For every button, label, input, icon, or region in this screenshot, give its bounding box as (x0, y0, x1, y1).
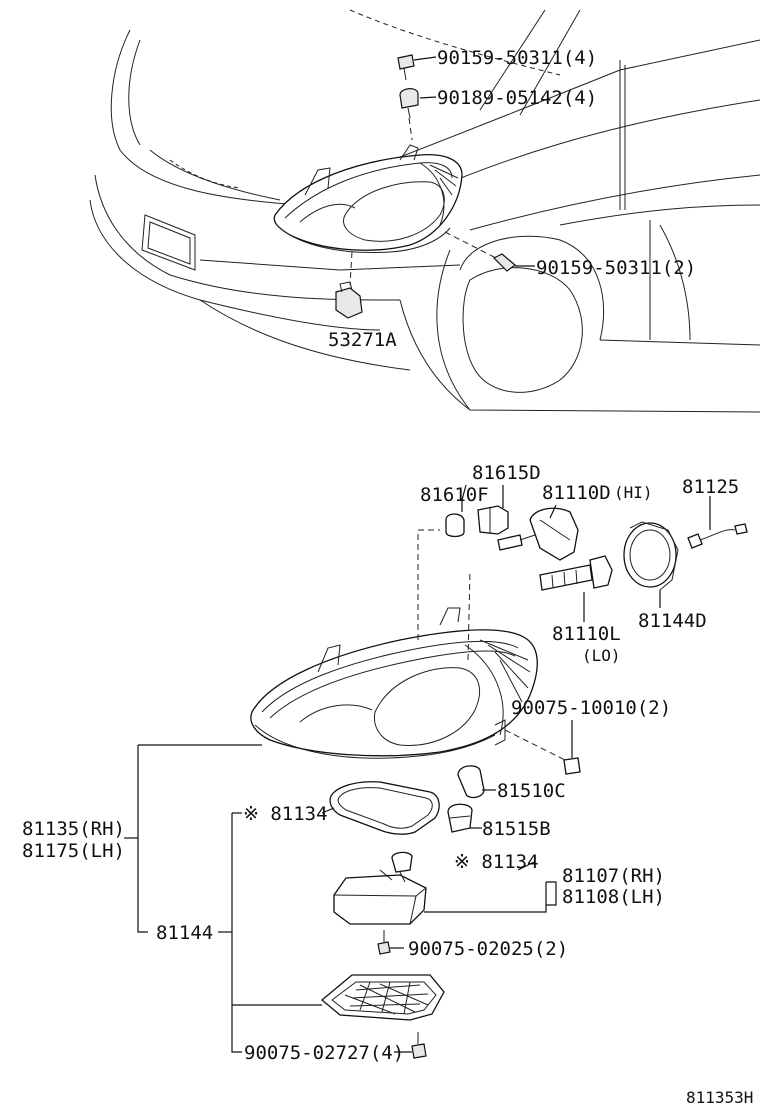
lower-components (320, 729, 581, 1059)
label-bulb-lo: 81110L (552, 623, 621, 645)
label-unit-lh: 81175(LH) (22, 840, 125, 862)
part-labels: 90159-50311(4) 90189-05142(4) 90159-5031… (22, 47, 753, 1107)
label-socket-amber: 81515B (482, 818, 551, 840)
label-bulb-amber: 81510C (497, 780, 566, 802)
label-clip-nut: 90189-05142(4) (437, 87, 597, 109)
label-bulb-small: 81610F (420, 484, 489, 506)
label-bolt: 90075-10010(2) (511, 697, 671, 719)
label-bulb-lo-suffix: (LO) (582, 646, 621, 665)
bulbs-and-sockets (445, 505, 748, 591)
label-unit-sub: 81144 (156, 922, 213, 944)
label-ballast-lh: 81108(LH) (562, 886, 665, 908)
label-screw-ballast: 90075-02025(2) (408, 938, 568, 960)
diagram-id: 811353H (686, 1088, 753, 1107)
fasteners-top (335, 54, 535, 319)
label-bulb-hi: 81110D (542, 482, 611, 504)
label-screw-bottom: 90075-02727(4) (244, 1042, 404, 1064)
headlamp-top (273, 144, 463, 254)
label-gasket: ※ 81134 (243, 803, 328, 825)
vehicle-body-outline (89, 9, 760, 413)
label-unit-rh: 81135(RH) (22, 818, 125, 840)
label-adjuster: 53271A (328, 329, 397, 351)
label-bulb-hi-suffix: (HI) (614, 483, 653, 502)
label-screw-side: 90159-50311(2) (536, 257, 696, 279)
leader-lines (124, 484, 711, 1053)
label-socket-small: 81615D (472, 462, 541, 484)
label-cover: 81144D (638, 610, 707, 632)
label-cap: 81125 (682, 476, 739, 498)
label-gasket-2: ※ 81134 (454, 851, 539, 873)
headlamp-main (250, 529, 538, 759)
label-ballast-rh: 81107(RH) (562, 865, 665, 887)
label-clip-top: 90159-50311(4) (437, 47, 597, 69)
